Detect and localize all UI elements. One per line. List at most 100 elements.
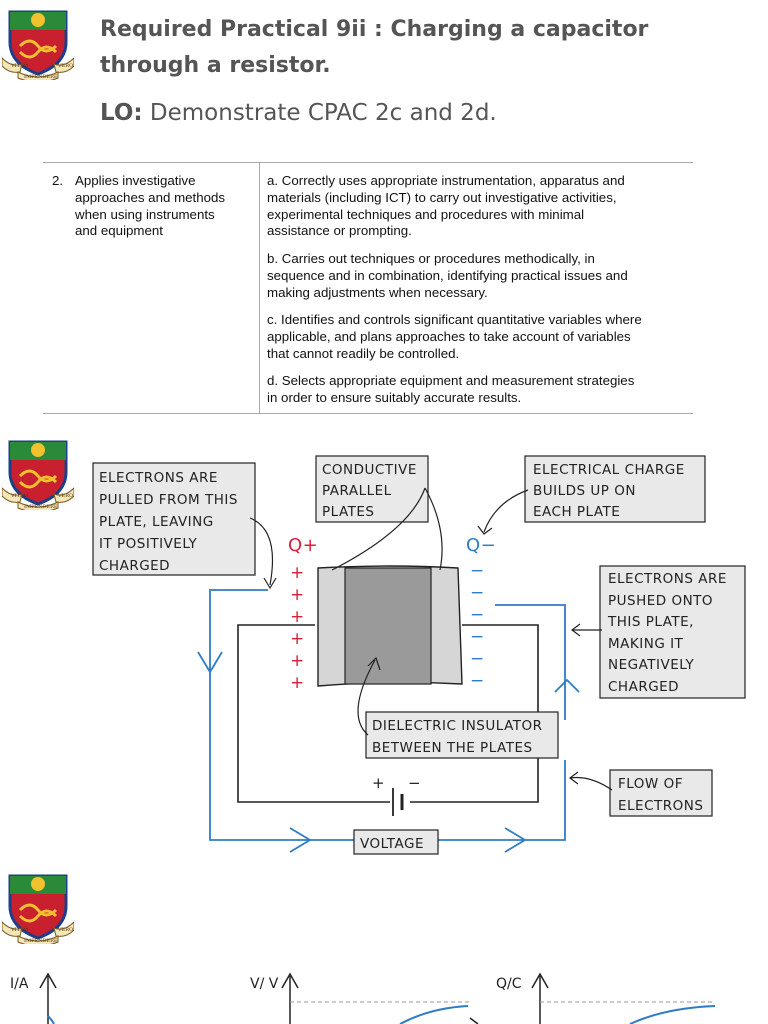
svg-text:ELECTRONS ARE: ELECTRONS ARE — [608, 571, 727, 587]
current-axis-label: I/A — [10, 976, 29, 992]
capacitor-circuit-diagram: + − Q+ Q− + + + + + + − − − − − − — [92, 455, 746, 855]
svg-text:DIELECTRIC INSULATOR: DIELECTRIC INSULATOR — [372, 718, 543, 734]
criterion-line: in order to ensure suitably accurate res… — [267, 389, 522, 405]
svg-text:BETWEEN THE PLATES: BETWEEN THE PLATES — [372, 740, 533, 756]
svg-text:−: − — [470, 583, 485, 603]
flow-arrow-icon — [197, 651, 223, 674]
criterion-line: that cannot readily be controlled. — [267, 345, 460, 361]
skill-line: when using instruments — [75, 206, 215, 222]
circuit-wire-black — [237, 624, 390, 803]
svg-text:CHARGED: CHARGED — [99, 558, 170, 574]
current-curve — [47, 1015, 55, 1024]
criterion-d: d. Selects appropriate equipment and mea… — [267, 373, 687, 407]
criterion-line: a. Correctly uses appropriate instrument… — [267, 173, 625, 188]
svg-text:FLOW OF: FLOW OF — [618, 776, 683, 792]
criterion-line: d. Selects appropriate equipment and mea… — [267, 373, 635, 388]
cpac-criteria-table: 2. Applies investigative approaches and … — [43, 162, 693, 414]
learning-objective: LO: Demonstrate CPAC 2c and 2d. — [100, 100, 497, 126]
svg-text:VERO: VERO — [57, 927, 73, 933]
svg-text:VERO: VERO — [57, 493, 73, 499]
lo-text: Demonstrate CPAC 2c and 2d. — [142, 100, 497, 126]
skill-line: and equipment — [75, 223, 163, 239]
svg-text:IT POSITIVELY: IT POSITIVELY — [99, 536, 198, 552]
school-crest-logo-2: VITAM VERO IMPENDERE — [2, 440, 74, 510]
svg-text:+: + — [290, 563, 305, 583]
callout-charge-builds — [524, 455, 706, 523]
svg-text:−: − — [470, 605, 485, 625]
cpac-number: 2. — [52, 173, 64, 188]
callout-flow-of-electrons — [609, 769, 713, 817]
q-plus-label: Q+ — [288, 535, 318, 556]
svg-text:IMPENDERE: IMPENDERE — [24, 74, 58, 80]
svg-text:VITAM: VITAM — [10, 63, 28, 69]
negative-charges: − − − − − − — [470, 561, 485, 691]
positive-charges: + + + + + + — [290, 563, 305, 693]
criterion-line: making adjustments when necessary. — [267, 284, 488, 300]
svg-text:PARALLEL: PARALLEL — [322, 483, 392, 499]
voltage-label-box — [353, 829, 439, 855]
svg-text:THIS PLATE,: THIS PLATE, — [607, 614, 694, 630]
callout-dielectric — [365, 711, 559, 759]
dielectric-block — [344, 567, 432, 685]
svg-text:−: − — [470, 561, 485, 581]
voltage-axis-label: V/ V — [250, 976, 279, 992]
criterion-line: assistance or prompting. — [267, 223, 412, 239]
criterion-line: experimental techniques and procedures w… — [267, 206, 585, 222]
svg-text:PLATE, LEAVING: PLATE, LEAVING — [99, 514, 214, 530]
skill-line: approaches and methods — [75, 189, 226, 205]
school-crest-logo-3: VITAM VERO IMPENDERE — [2, 874, 74, 944]
flow-arrow-icon — [504, 827, 527, 853]
svg-text:IMPENDERE: IMPENDERE — [24, 504, 58, 510]
title-line-1: Required Practical 9ii : Charging a capa… — [100, 17, 649, 42]
charge-curve — [629, 1005, 716, 1024]
svg-text:−: − — [470, 671, 485, 691]
cpac-skill: Applies investigative approaches and met… — [75, 173, 255, 240]
svg-text:BUILDS UP ON: BUILDS UP ON — [533, 483, 636, 499]
svg-text:PUSHED ONTO: PUSHED ONTO — [608, 593, 713, 609]
callout-electrons-pushed — [599, 565, 746, 699]
q-minus-label: Q− — [466, 535, 496, 556]
flow-arrow-icon — [554, 678, 580, 693]
page-title: Required Practical 9ii : Charging a capa… — [100, 12, 740, 84]
voltage-curve — [399, 1005, 469, 1024]
svg-text:NEGATIVELY: NEGATIVELY — [608, 657, 694, 673]
callout-conductive-plates — [315, 455, 429, 523]
svg-text:−: − — [470, 627, 485, 647]
title-line-2: through a resistor. — [100, 53, 331, 78]
svg-text:PULLED FROM THIS: PULLED FROM THIS — [99, 492, 238, 508]
criterion-line: c. Identifies and controls significant q… — [267, 312, 642, 327]
battery-plus: + — [372, 774, 385, 792]
charging-graphs: I/A V/ V Q/C — [10, 972, 716, 1024]
voltage-label: VOLTAGE — [360, 836, 424, 852]
criterion-line: b. Carries out techniques or procedures … — [267, 251, 595, 266]
flow-arrow-icon — [289, 827, 312, 853]
lo-label: LO: — [100, 100, 143, 126]
svg-text:VERO: VERO — [57, 63, 73, 69]
svg-text:−: − — [470, 649, 485, 669]
svg-text:VITAM: VITAM — [10, 493, 28, 499]
criterion-b: b. Carries out techniques or procedures … — [267, 251, 687, 301]
svg-text:ELECTRONS: ELECTRONS — [618, 798, 703, 814]
svg-text:VITAM: VITAM — [10, 927, 28, 933]
svg-text:+: + — [290, 585, 305, 605]
svg-text:MAKING IT: MAKING IT — [608, 636, 684, 652]
svg-text:CONDUCTIVE: CONDUCTIVE — [322, 462, 417, 478]
svg-text:+: + — [290, 651, 305, 671]
callout-electrons-pulled — [92, 462, 256, 576]
criterion-c: c. Identifies and controls significant q… — [267, 312, 687, 362]
svg-text:+: + — [290, 629, 305, 649]
svg-text:ELECTRONS ARE: ELECTRONS ARE — [99, 470, 218, 486]
skill-line: Applies investigative — [75, 173, 196, 188]
criterion-line: sequence and in combination, identifying… — [267, 267, 628, 283]
criterion-line: materials (including ICT) to carry out i… — [267, 189, 617, 205]
school-crest-logo: VITAM VERO IMPENDERE — [2, 10, 74, 80]
svg-text:+: + — [290, 607, 305, 627]
svg-text:IMPENDERE: IMPENDERE — [24, 938, 58, 944]
table-divider — [259, 163, 260, 413]
svg-text:EACH PLATE: EACH PLATE — [533, 504, 620, 520]
svg-text:CHARGED: CHARGED — [608, 679, 679, 695]
svg-text:PLATES: PLATES — [322, 504, 375, 520]
svg-text:+: + — [290, 673, 305, 693]
svg-text:ELECTRICAL CHARGE: ELECTRICAL CHARGE — [533, 462, 685, 478]
criterion-line: applicable, and plans approaches to take… — [267, 328, 631, 344]
